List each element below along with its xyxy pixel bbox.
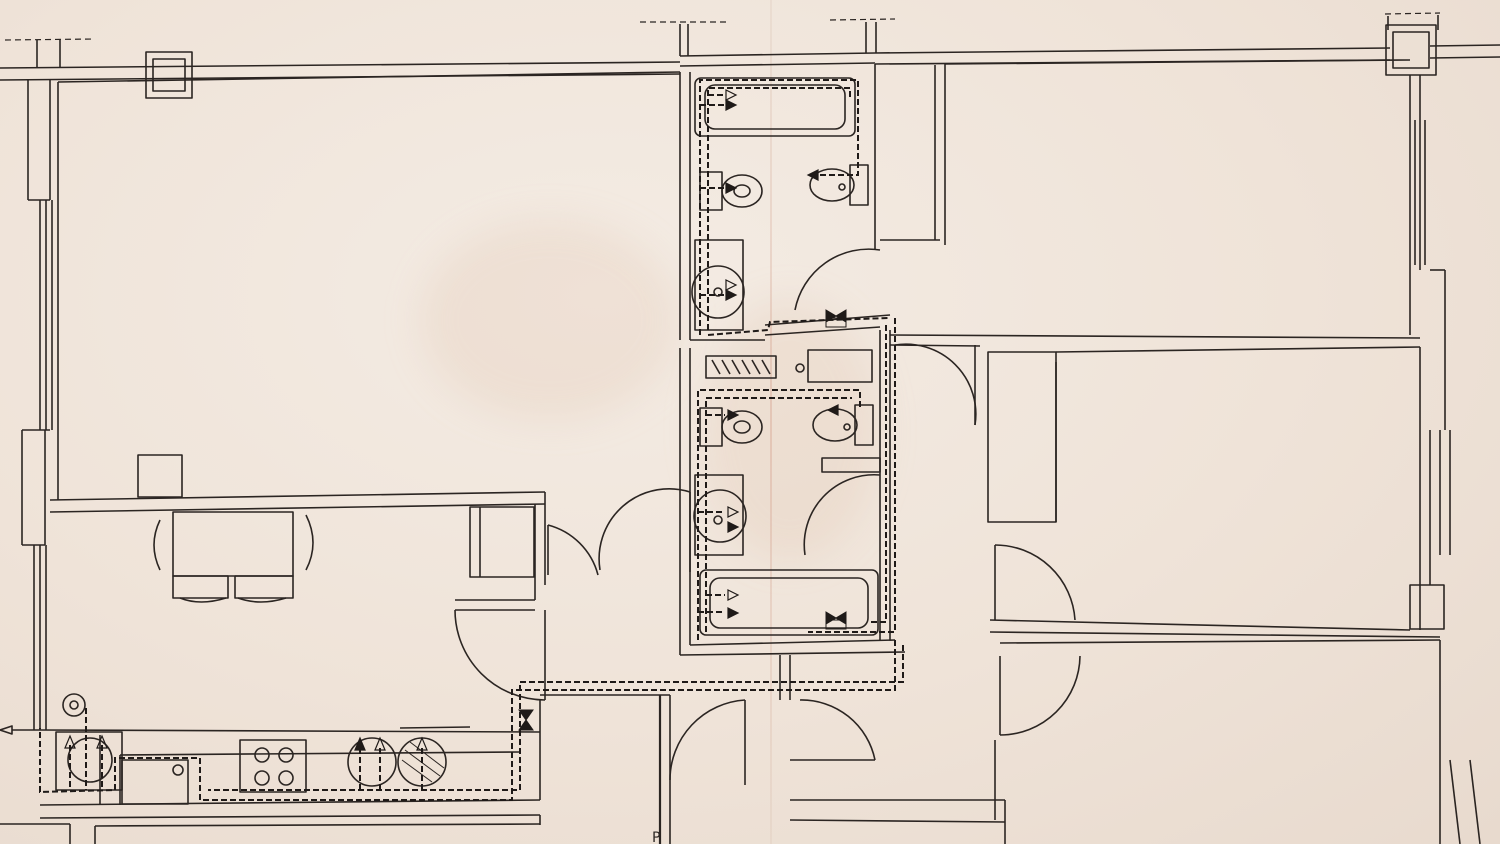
wall-stubs-top [37,15,1438,68]
bathtub-icon [695,78,855,136]
exterior-wall-top [0,45,1500,80]
room-bedroom-right-top [875,60,1420,346]
projection-lines-top [5,13,1440,40]
dining-table [154,512,313,602]
vanity-shelf [822,458,880,472]
structural-columns [138,25,1444,629]
bathroom-walls [680,72,905,700]
room-kitchen [455,492,545,700]
pipe-network [40,80,903,800]
gas-meter-icon [63,694,85,716]
flow-arrow-icon [0,726,12,734]
stove-burner-icon [240,740,306,792]
exterior-wall-left [22,80,52,730]
edge-letter: P [652,830,660,844]
bidet-icon [810,165,868,205]
laundry-unit [706,350,872,382]
boiler-icon [56,732,122,790]
dishwasher [122,760,188,804]
door-swings-corridor [548,249,1080,785]
sink-icon [694,475,746,555]
room-living [50,72,680,512]
bathtub-icon [700,570,878,635]
room-bedroom-right-middle [988,347,1440,637]
valve-icon [519,310,846,730]
room-bedroom-right-bottom [790,640,1480,844]
bidet-icon [813,405,873,445]
